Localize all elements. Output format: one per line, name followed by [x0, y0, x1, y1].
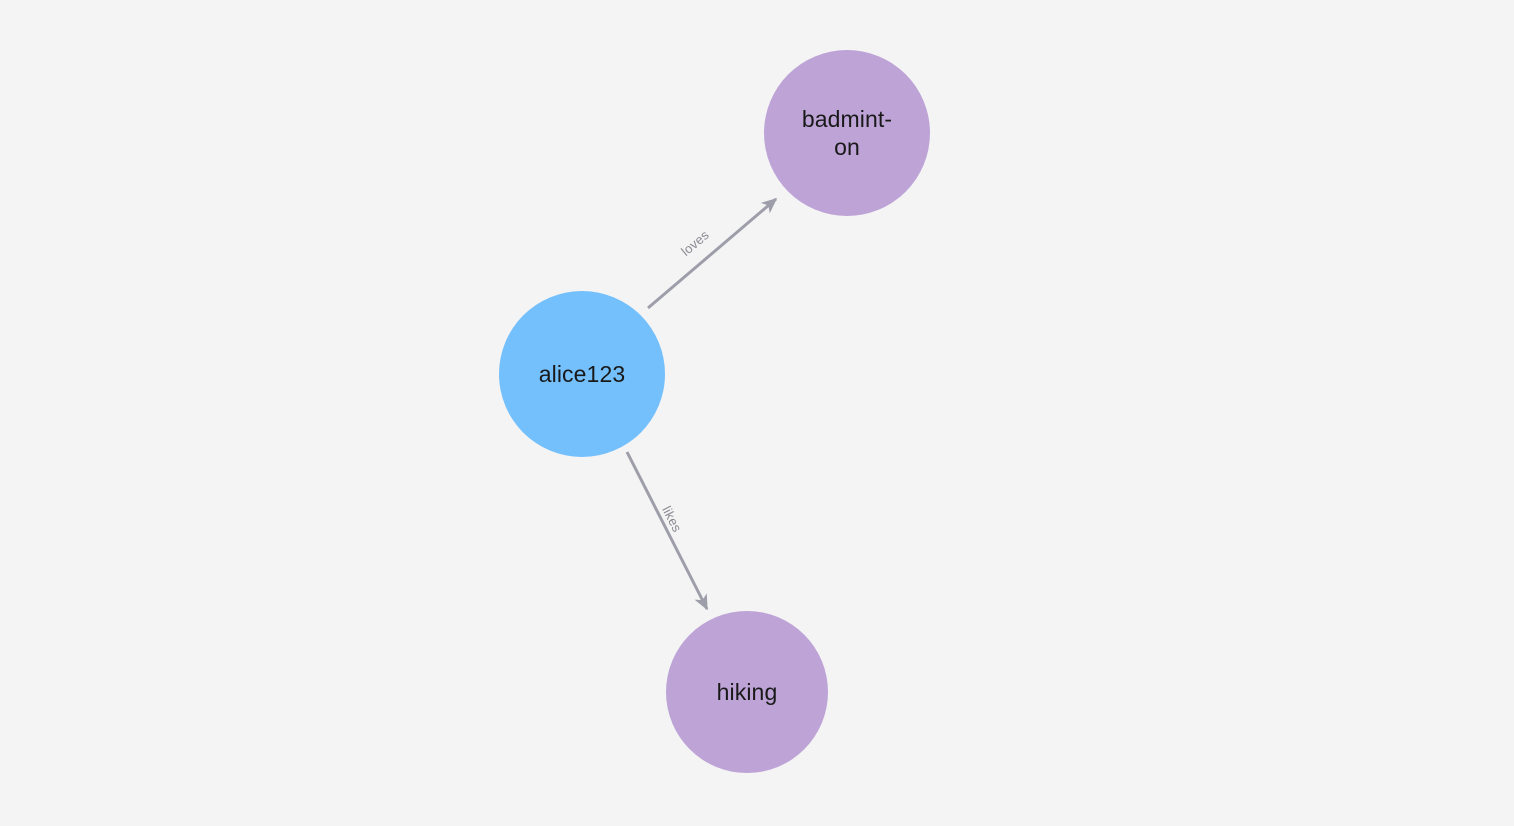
node-label: hiking — [716, 679, 778, 705]
graph-edge[interactable] — [647, 197, 778, 310]
node-label: alice123 — [538, 361, 626, 387]
graph-node-alice123[interactable]: alice123 — [499, 291, 665, 457]
graph-node-badminton[interactable]: badmint- on — [764, 50, 930, 216]
graph-edge[interactable] — [625, 451, 709, 611]
node-label: badmint- on — [801, 106, 893, 160]
graph-node-hiking[interactable]: hiking — [666, 611, 828, 773]
